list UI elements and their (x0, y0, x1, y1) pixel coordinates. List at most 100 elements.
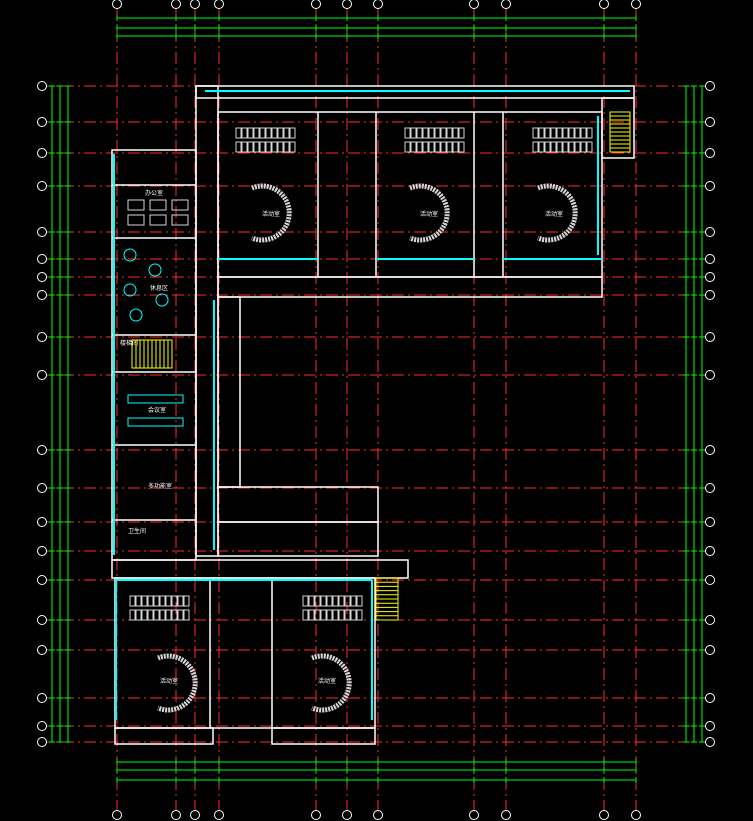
axis-bubble-top-4 (311, 0, 321, 9)
meeting-table-1 (127, 394, 184, 404)
lockers-room-3-0-7 (574, 127, 581, 139)
lockers-room-4-1-2 (141, 609, 148, 621)
axis-bubble-top-6 (373, 0, 383, 9)
lockers-room-5-1-1 (308, 609, 315, 621)
lockers-room-4-1-3 (147, 609, 154, 621)
lockers-room-5-1-7 (344, 609, 351, 621)
label-office: 办公室 (145, 189, 163, 197)
lockers-room-1-1-2 (247, 141, 254, 153)
lockers-room-2-1-8 (452, 141, 459, 153)
axis-bubble-right-15 (705, 615, 715, 625)
axis-bubble-top-7 (469, 0, 479, 9)
axis-bubble-right-0 (705, 81, 715, 91)
lockers-room-4-0-3 (147, 595, 154, 607)
lockers-room-1-1-3 (253, 141, 260, 153)
axis-bubble-right-13 (705, 546, 715, 556)
lockers-room-1-0-7 (277, 127, 284, 139)
lockers-room-3-1-7 (574, 141, 581, 153)
axis-bubble-bottom-9 (599, 810, 609, 820)
lockers-room-3-1-1 (538, 141, 545, 153)
lockers-room-4-1-1 (135, 609, 142, 621)
lockers-room-4-0-5 (159, 595, 166, 607)
axis-bubble-right-19 (705, 737, 715, 747)
axis-bubble-right-2 (705, 148, 715, 158)
lockers-room-4-0-7 (171, 595, 178, 607)
lockers-room-5-0-9 (356, 595, 363, 607)
lockers-room-1-0-0 (235, 127, 242, 139)
lockers-room-5-1-6 (338, 609, 345, 621)
office-desk-2 (171, 199, 189, 211)
lockers-room-5-0-0 (302, 595, 309, 607)
lockers-room-4-1-6 (165, 609, 172, 621)
lockers-room-4-0-2 (141, 595, 148, 607)
office-desk-1 (149, 199, 167, 211)
lockers-room-3-0-6 (568, 127, 575, 139)
lockers-room-2-0-3 (422, 127, 429, 139)
lockers-room-5-0-5 (332, 595, 339, 607)
axis-bubble-right-14 (705, 575, 715, 585)
lockers-room-1-0-3 (253, 127, 260, 139)
round-table-2 (123, 283, 137, 297)
lockers-room-5-0-2 (314, 595, 321, 607)
office-desk-5 (171, 214, 189, 226)
office-desk-0 (127, 199, 145, 211)
lockers-room-4-0-1 (135, 595, 142, 607)
lockers-room-4-1-4 (153, 609, 160, 621)
lockers-room-3-1-0 (532, 141, 539, 153)
lockers-room-4-0-8 (177, 595, 184, 607)
axis-bubble-bottom-2 (190, 810, 200, 820)
axis-bubble-left-4 (37, 227, 47, 237)
round-table-1 (148, 263, 162, 277)
lockers-room-4-1-8 (177, 609, 184, 621)
lockers-room-4-0-4 (153, 595, 160, 607)
axis-bubble-left-1 (37, 117, 47, 127)
axis-bubble-bottom-1 (171, 810, 181, 820)
lockers-room-3-0-8 (580, 127, 587, 139)
lockers-room-1-0-5 (265, 127, 272, 139)
axis-bubble-top-5 (342, 0, 352, 9)
axis-bubble-right-9 (705, 370, 715, 380)
room-labels: 活动室 活动室 活动室 活动室 活动室 办公室 会议室 休息区 多功能室 楼梯间… (120, 189, 563, 685)
lockers-room-5-1-0 (302, 609, 309, 621)
lockers-room-2-1-9 (458, 141, 465, 153)
round-table-4 (129, 308, 143, 322)
lockers-room-2-0-8 (452, 127, 459, 139)
stairs (131, 111, 631, 621)
lockers-room-3-0-4 (556, 127, 563, 139)
lockers-room-2-1-1 (410, 141, 417, 153)
lockers-room-5-0-1 (308, 595, 315, 607)
lockers-room-2-0-9 (458, 127, 465, 139)
axis-bubble-left-19 (37, 737, 47, 747)
lockers-room-1-0-6 (271, 127, 278, 139)
axis-bubble-top-1 (171, 0, 181, 9)
lockers-room-4-1-7 (171, 609, 178, 621)
axis-bubble-right-17 (705, 693, 715, 703)
label-classroom-5: 活动室 (318, 677, 336, 685)
axis-bubble-top-9 (599, 0, 609, 9)
axis-bubble-right-12 (705, 517, 715, 527)
lockers-room-3-1-9 (586, 141, 593, 153)
axis-bubble-top-0 (112, 0, 122, 9)
axis-bubble-top-10 (631, 0, 641, 9)
axis-bubble-left-7 (37, 290, 47, 300)
lockers-room-2-1-3 (422, 141, 429, 153)
lockers-room-4-1-0 (129, 609, 136, 621)
lockers-room-4-1-9 (183, 609, 190, 621)
axis-bubble-right-6 (705, 272, 715, 282)
meeting-table-2 (127, 417, 184, 427)
axis-bubble-right-11 (705, 483, 715, 493)
label-meeting: 会议室 (148, 406, 166, 414)
axis-bubble-left-10 (37, 445, 47, 455)
lockers-room-1-1-9 (289, 141, 296, 153)
axis-bubble-bottom-4 (311, 810, 321, 820)
lockers-room-2-0-6 (440, 127, 447, 139)
dimension-lines (49, 15, 705, 783)
axis-bubble-left-0 (37, 81, 47, 91)
axis-bubble-left-14 (37, 575, 47, 585)
axis-bubble-left-12 (37, 517, 47, 527)
label-toilet: 卫生间 (128, 527, 146, 535)
lockers-room-2-0-7 (446, 127, 453, 139)
axis-bubble-left-9 (37, 370, 47, 380)
lockers-room-4-0-9 (183, 595, 190, 607)
lockers-room-1-1-5 (265, 141, 272, 153)
